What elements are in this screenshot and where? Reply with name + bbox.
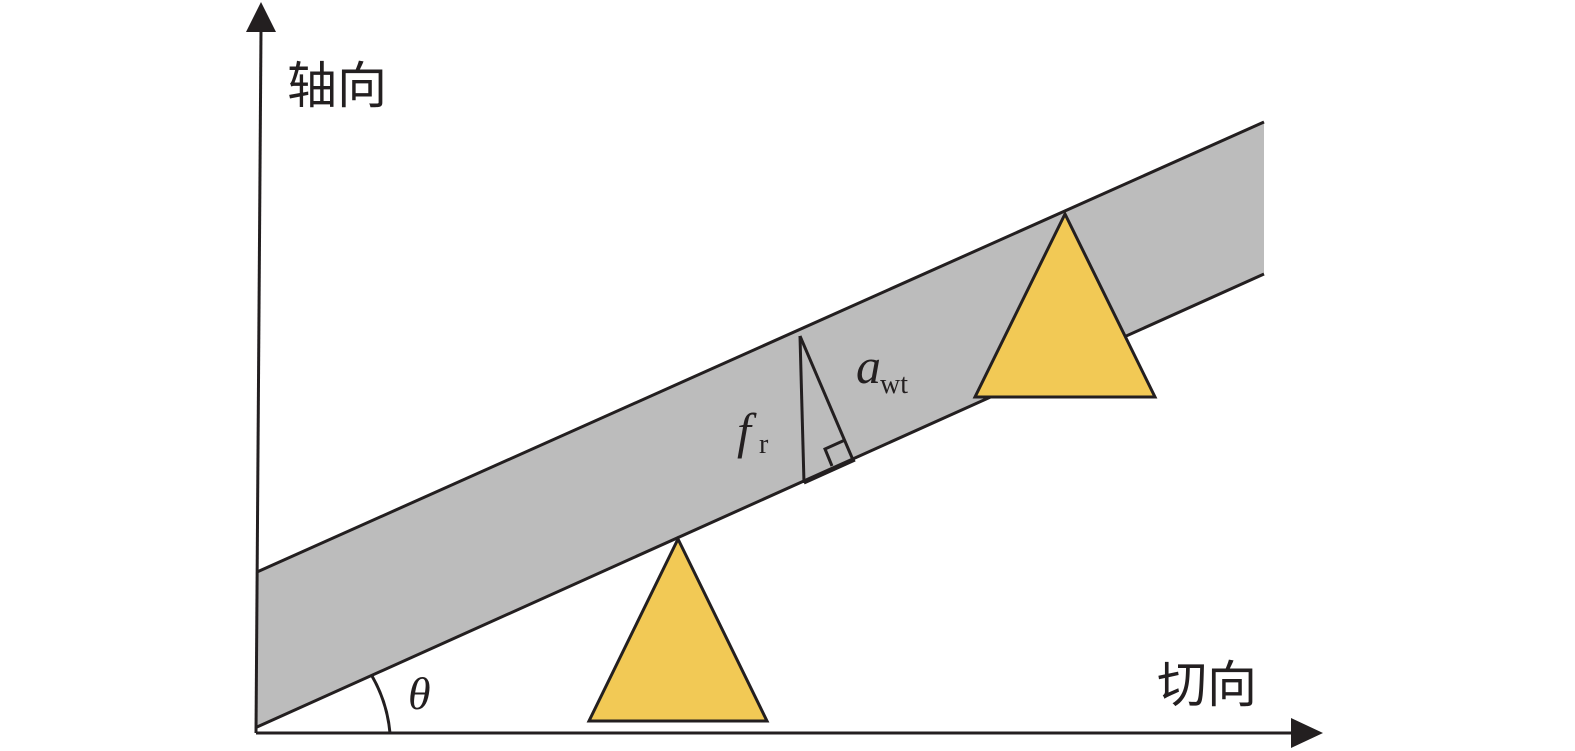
right-angle-marker [823,438,846,467]
horizontal-axis-arrowhead [1291,718,1323,748]
height-label-sub: r [759,429,769,460]
vertical-axis-line [254,29,263,734]
upper-triangle [972,210,1158,399]
width-label-main: a [856,338,881,394]
vertical-axis-label: 轴向 [287,57,387,115]
inclined-band [257,122,1264,727]
base-segment-line [803,458,856,485]
width-label-sub: wt [880,369,908,400]
angle-arc [370,675,392,734]
horizontal-axis-label: 切向 [1157,656,1257,714]
angle-label: θ [408,668,431,719]
lower-triangle [586,535,770,723]
vertical-height-line [798,335,806,484]
vertical-axis-arrowhead [246,2,276,32]
band-upper-edge [256,120,1265,574]
